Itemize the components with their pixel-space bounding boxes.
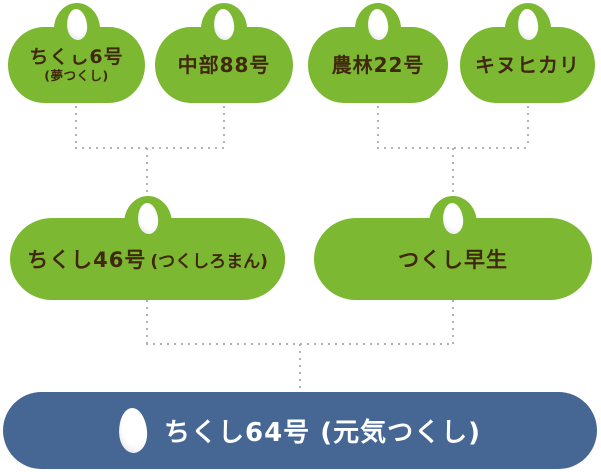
node-tsukushi-wase: つくし早生 [314, 196, 592, 300]
variety-name: ちくし6号 [29, 45, 124, 68]
rice-grain-icon [117, 407, 149, 454]
node-chikushi6: ちくし6号 (夢つくし) [8, 3, 145, 103]
rice-grain-badge [201, 3, 247, 55]
connector-line [223, 106, 225, 148]
node-chikushi46: ちくし46号 (つくしろまん) [10, 196, 285, 300]
variety-name: 農林22号 [331, 52, 425, 77]
connector-line [146, 300, 148, 344]
variety-name: キヌヒカリ [475, 52, 580, 77]
connector-line [452, 148, 454, 200]
node-chikushi64: ちくし64号 (元気つくし) [3, 392, 597, 469]
rice-grain-icon [136, 202, 159, 235]
rice-grain-badge [355, 3, 401, 55]
rice-grain-badge [504, 3, 551, 55]
connector-line [377, 106, 379, 148]
variety-name: つくし早生 [398, 248, 508, 272]
rice-grain-icon [366, 8, 390, 41]
result-variety-name: ちくし64号 (元気つくし) [164, 418, 481, 448]
variety-name: 中部88号 [177, 52, 271, 77]
rice-grain-icon [212, 8, 236, 41]
variety-subname: (つくしろまん) [150, 252, 268, 272]
rice-grain-icon [65, 8, 88, 41]
variety-name: ちくし46号 [27, 248, 147, 272]
connector-line [146, 148, 148, 200]
connector-line [299, 344, 301, 392]
rice-grain-icon [441, 202, 465, 235]
connector-line [75, 106, 77, 148]
node-kinuhikari: キヌヒカリ [460, 3, 595, 103]
rice-grain-badge [429, 196, 477, 251]
variety-subname: (夢つくし) [44, 67, 109, 83]
rice-grain-icon [516, 8, 539, 41]
node-norin22: 農林22号 [308, 3, 448, 103]
rice-grain-badge [123, 196, 172, 251]
connector-line [75, 147, 225, 149]
connector-line [527, 106, 529, 148]
node-chubu88: 中部88号 [155, 3, 293, 103]
connector-line [452, 300, 454, 344]
rice-grain-badge [53, 3, 100, 55]
